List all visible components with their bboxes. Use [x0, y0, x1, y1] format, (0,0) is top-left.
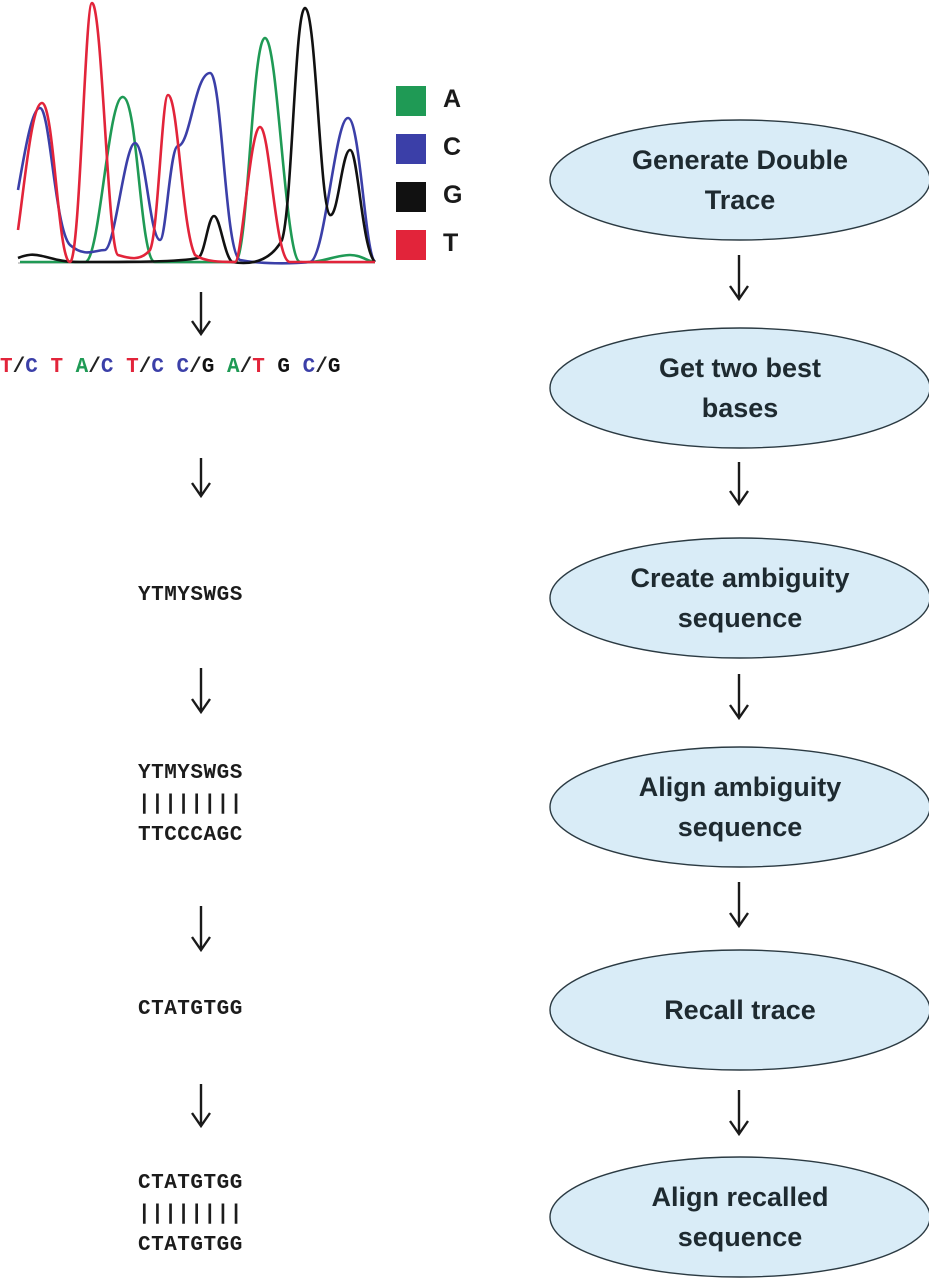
legend-label-g: G: [443, 181, 463, 209]
step-3-line1: Create ambiguity: [630, 563, 850, 593]
alignment2-match-bars: ||||||||: [138, 1203, 243, 1226]
base-call-char: A: [226, 356, 240, 379]
legend-swatch-a: [396, 86, 426, 116]
legend-swatch-g: [396, 182, 426, 212]
step-ovals: [549, 119, 929, 1278]
step-5-line1: Recall trace: [664, 995, 816, 1025]
ambiguity-sequence: YTMYSWGS: [138, 584, 243, 607]
base-call-char: C: [25, 356, 38, 379]
step-2-line2: bases: [701, 393, 779, 423]
left-arrow-5: [191, 1084, 211, 1129]
base-call-char: /: [12, 356, 26, 379]
alignment1-match-bars: ||||||||: [138, 793, 243, 816]
base-call-char: [290, 356, 303, 379]
alignment1-top-sequence: YTMYSWGS: [138, 762, 243, 785]
step-6-line1: Align recalled: [651, 1182, 829, 1212]
trace-t-curve: [16, 1, 375, 264]
step-4-line2: sequence: [677, 812, 803, 842]
step-label-align-ambiguity-sequence: Align ambiguity sequence: [575, 767, 905, 847]
step-label-generate-double-trace: Generate Double Trace: [575, 140, 905, 220]
base-call-char: G: [201, 356, 215, 379]
left-arrow-3: [191, 668, 211, 715]
base-call-char: T: [126, 356, 139, 379]
step-1-line1: Generate Double: [631, 145, 849, 175]
right-arrow-4: [729, 882, 749, 929]
step-label-create-ambiguity-sequence: Create ambiguity sequence: [575, 558, 905, 638]
base-call-char: G: [327, 356, 341, 379]
legend-label-c: C: [443, 133, 462, 161]
legend-label-t: T: [443, 229, 459, 257]
base-call-char: C: [176, 356, 190, 379]
base-call-char: [164, 356, 177, 379]
trace-c-curve: [16, 71, 377, 265]
base-call-char: T: [50, 356, 64, 379]
legend-swatch-t: [396, 230, 426, 260]
alignment1-bottom-sequence: TTCCCAGC: [138, 824, 243, 847]
chromatogram-trace: [16, 1, 377, 265]
right-arrow-2: [729, 462, 749, 507]
recalled-sequence: CTATGTGG: [138, 998, 243, 1021]
base-call-char: /: [88, 356, 101, 379]
left-arrow-4: [191, 906, 211, 953]
right-arrow-1: [729, 255, 749, 302]
step-3-line2: sequence: [677, 603, 803, 633]
alignment2-bottom-sequence: CTATGTGG: [138, 1234, 243, 1257]
left-arrow-1: [191, 292, 211, 337]
step-4-line1: Align ambiguity: [638, 772, 842, 802]
base-call-char: /: [138, 356, 152, 379]
base-call-char: [265, 356, 278, 379]
base-call-char: /: [315, 356, 328, 379]
base-call-char: C: [151, 356, 164, 379]
base-call-char: [63, 356, 76, 379]
trace-g-curve: [17, 6, 377, 265]
base-call-sequence: T/C T A/C T/C C/G A/T G C/G: [0, 356, 340, 379]
base-call-char: A: [75, 356, 89, 379]
right-arrow-5: [729, 1090, 749, 1137]
base-call-char: /: [239, 356, 253, 379]
left-arrow-2: [191, 458, 211, 499]
base-call-char: [214, 356, 227, 379]
base-call-char: G: [277, 356, 291, 379]
step-label-recall-trace: Recall trace: [575, 990, 905, 1030]
base-call-char: [113, 356, 126, 379]
base-call-char: T: [0, 356, 13, 379]
base-call-char: C: [100, 356, 114, 379]
base-call-char: /: [189, 356, 202, 379]
step-label-get-two-best-bases: Get two best bases: [575, 348, 905, 428]
right-arrow-3: [729, 674, 749, 721]
legend-label-a: A: [443, 85, 462, 113]
alignment2-top-sequence: CTATGTGG: [138, 1172, 243, 1195]
step-2-line1: Get two best: [658, 353, 821, 383]
step-1-line2: Trace: [704, 185, 776, 215]
step-label-align-recalled-sequence: Align recalled sequence: [575, 1177, 905, 1257]
legend-swatch-c: [396, 134, 426, 164]
base-call-char: T: [252, 356, 265, 379]
base-call-char: C: [302, 356, 316, 379]
step-6-line2: sequence: [677, 1222, 803, 1252]
base-call-char: [38, 356, 51, 379]
